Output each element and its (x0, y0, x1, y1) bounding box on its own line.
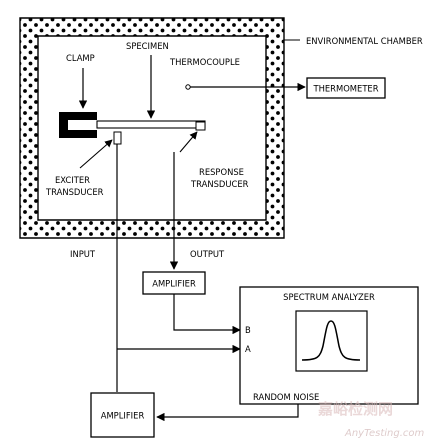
random-noise-label: RANDOM NOISE (253, 392, 319, 402)
response-transducer-label-2: TRANSDUCER (190, 179, 249, 189)
exciter-transducer-label-1: EXCITER (55, 175, 90, 185)
thermocouple (185, 84, 191, 90)
response-transducer (195, 121, 206, 131)
port-b-label: B (245, 325, 251, 335)
thermometer-box (306, 77, 386, 99)
response-arrow (179, 131, 198, 153)
specimen-beam (96, 120, 206, 129)
response-transducer-label-1: RESPONSE (199, 167, 244, 177)
wire-amplifier-to-b (173, 294, 241, 335)
spectrum-analyzer-label: SPECTRUM ANALYZER (283, 292, 375, 302)
thermometer-label: THERMOMETER (312, 84, 378, 94)
port-a-label: A (245, 344, 251, 354)
wire-noise-to-amplifier (156, 404, 299, 422)
analyzer-screen (295, 310, 368, 372)
exciter-transducer-label-2: TRANSDUCER (45, 187, 104, 197)
environmental-chamber (19, 17, 285, 239)
clamp (59, 112, 97, 138)
exciter-transducer (113, 131, 122, 145)
environmental-chamber-label: ENVIRONMENTAL CHAMBER (306, 36, 423, 46)
amplifier-bottom-box (90, 392, 155, 438)
resonance-peak-curve (301, 320, 361, 361)
amplifier-bottom-label: AMPLIFIER (101, 411, 145, 421)
amplifier-top-label: AMPLIFIER (152, 279, 196, 289)
exciter-arrow (79, 139, 113, 169)
thermocouple-label: THERMOCOUPLE (169, 57, 240, 67)
clamp-label: CLAMP (66, 53, 95, 63)
specimen-label: SPECIMEN (126, 41, 169, 51)
input-label: INPUT (70, 249, 96, 259)
output-label: OUTPUT (190, 249, 225, 259)
watermark-url: AnyTesting.com (344, 428, 425, 439)
watermark-chinese: 嘉峪检测网 (317, 400, 393, 418)
